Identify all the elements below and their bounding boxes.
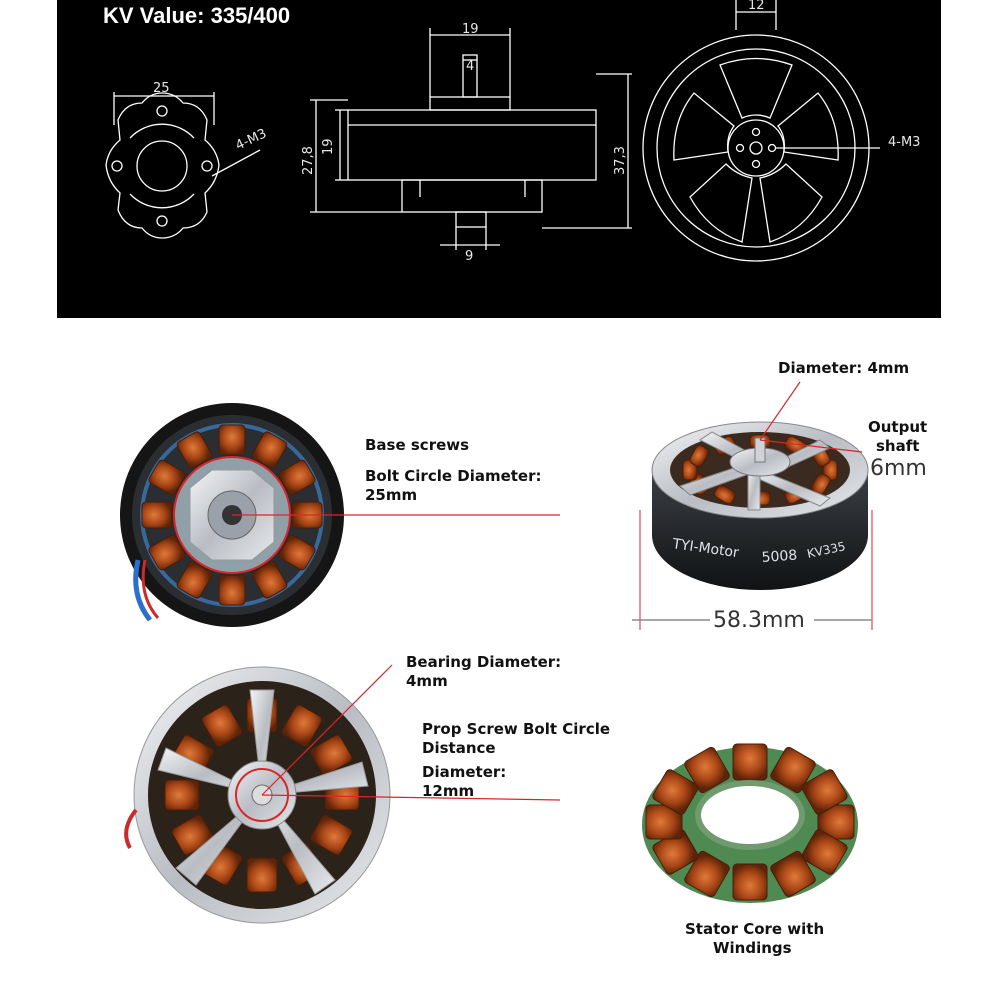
winding-coil — [770, 850, 816, 898]
label-prop-1: Prop Screw Bolt Circle — [422, 720, 610, 738]
mount-plate-drawing — [105, 92, 261, 239]
dim-top-width: 19 — [462, 22, 479, 37]
technical-drawing-panel: KV Value: 335/400 25 4-M3 — [57, 0, 941, 318]
motor-side-drawing — [310, 28, 632, 250]
label-base-screws: Base screws — [365, 436, 469, 454]
winding-coil — [218, 424, 246, 456]
label-output-shaft-1: Output — [868, 418, 927, 436]
winding-coil — [732, 743, 768, 781]
label-stator-2: Windings — [713, 939, 792, 957]
label-bearing-1: Bearing Diameter: — [406, 653, 561, 671]
label-output-shaft-len: 6mm — [870, 456, 927, 481]
winding-coil — [141, 501, 173, 529]
dim-rotor-bolt-circle: 12 — [748, 0, 765, 13]
drawing-background — [57, 0, 941, 318]
winding-coil — [684, 746, 730, 794]
winding-coil — [148, 534, 186, 571]
dim-rotor-holes: 4-M3 — [888, 135, 920, 150]
motor-bottom-photo — [120, 403, 560, 627]
label-bolt-circle-2: 25mm — [365, 486, 417, 504]
winding-coil — [801, 769, 848, 815]
winding-coil — [201, 704, 243, 747]
label-prop-3: Diameter: — [422, 763, 506, 781]
stator-photo — [642, 743, 858, 903]
rotor-top-photo — [124, 664, 561, 924]
winding-coil — [148, 459, 186, 496]
label-motor-diameter: 58.3mm — [713, 608, 805, 633]
winding-coil — [164, 779, 200, 811]
label-output-shaft-2: shaft — [876, 437, 919, 455]
dim-rotor-height: 19 — [321, 138, 336, 155]
dim-base-shaft: 9 — [465, 249, 473, 264]
winding-coil — [713, 484, 737, 505]
winding-coil — [732, 863, 768, 901]
winding-coil — [251, 561, 288, 599]
winding-coil — [689, 444, 710, 468]
dim-mount-width: 25 — [153, 81, 170, 96]
winding-coil — [176, 431, 213, 469]
label-prop-4: 12mm — [422, 782, 474, 800]
winding-coil — [281, 704, 323, 747]
winding-coil — [770, 746, 816, 794]
winding-coil — [652, 769, 699, 815]
rotor-top-drawing — [642, 0, 880, 262]
kv-title: KV Value: 335/400 — [103, 3, 290, 28]
dim-total-height: 37,3 — [613, 146, 628, 175]
winding-coil — [310, 814, 353, 856]
label-shaft-diameter: Diameter: 4mm — [778, 359, 909, 377]
winding-coil — [176, 561, 213, 599]
winding-coil — [218, 574, 246, 606]
dim-shaft-width: 4 — [466, 59, 474, 74]
winding-coil — [251, 431, 288, 469]
winding-coil — [801, 829, 848, 875]
dim-body-height: 27,8 — [301, 146, 316, 175]
winding-coil — [246, 857, 278, 893]
label-prop-2: Distance — [422, 739, 496, 757]
winding-coil — [278, 459, 316, 496]
winding-coil — [310, 734, 353, 776]
motor-model-text: 5008 — [761, 548, 798, 566]
label-stator-1: Stator Core with — [685, 920, 824, 938]
label-bolt-circle-1: Bolt Circle Diameter: — [365, 467, 542, 485]
label-bearing-2: 4mm — [406, 672, 448, 690]
winding-coil — [684, 850, 730, 898]
motor-iso-photo: TYI-Motor 5008 KV335 — [632, 381, 873, 630]
winding-coil — [278, 534, 316, 571]
